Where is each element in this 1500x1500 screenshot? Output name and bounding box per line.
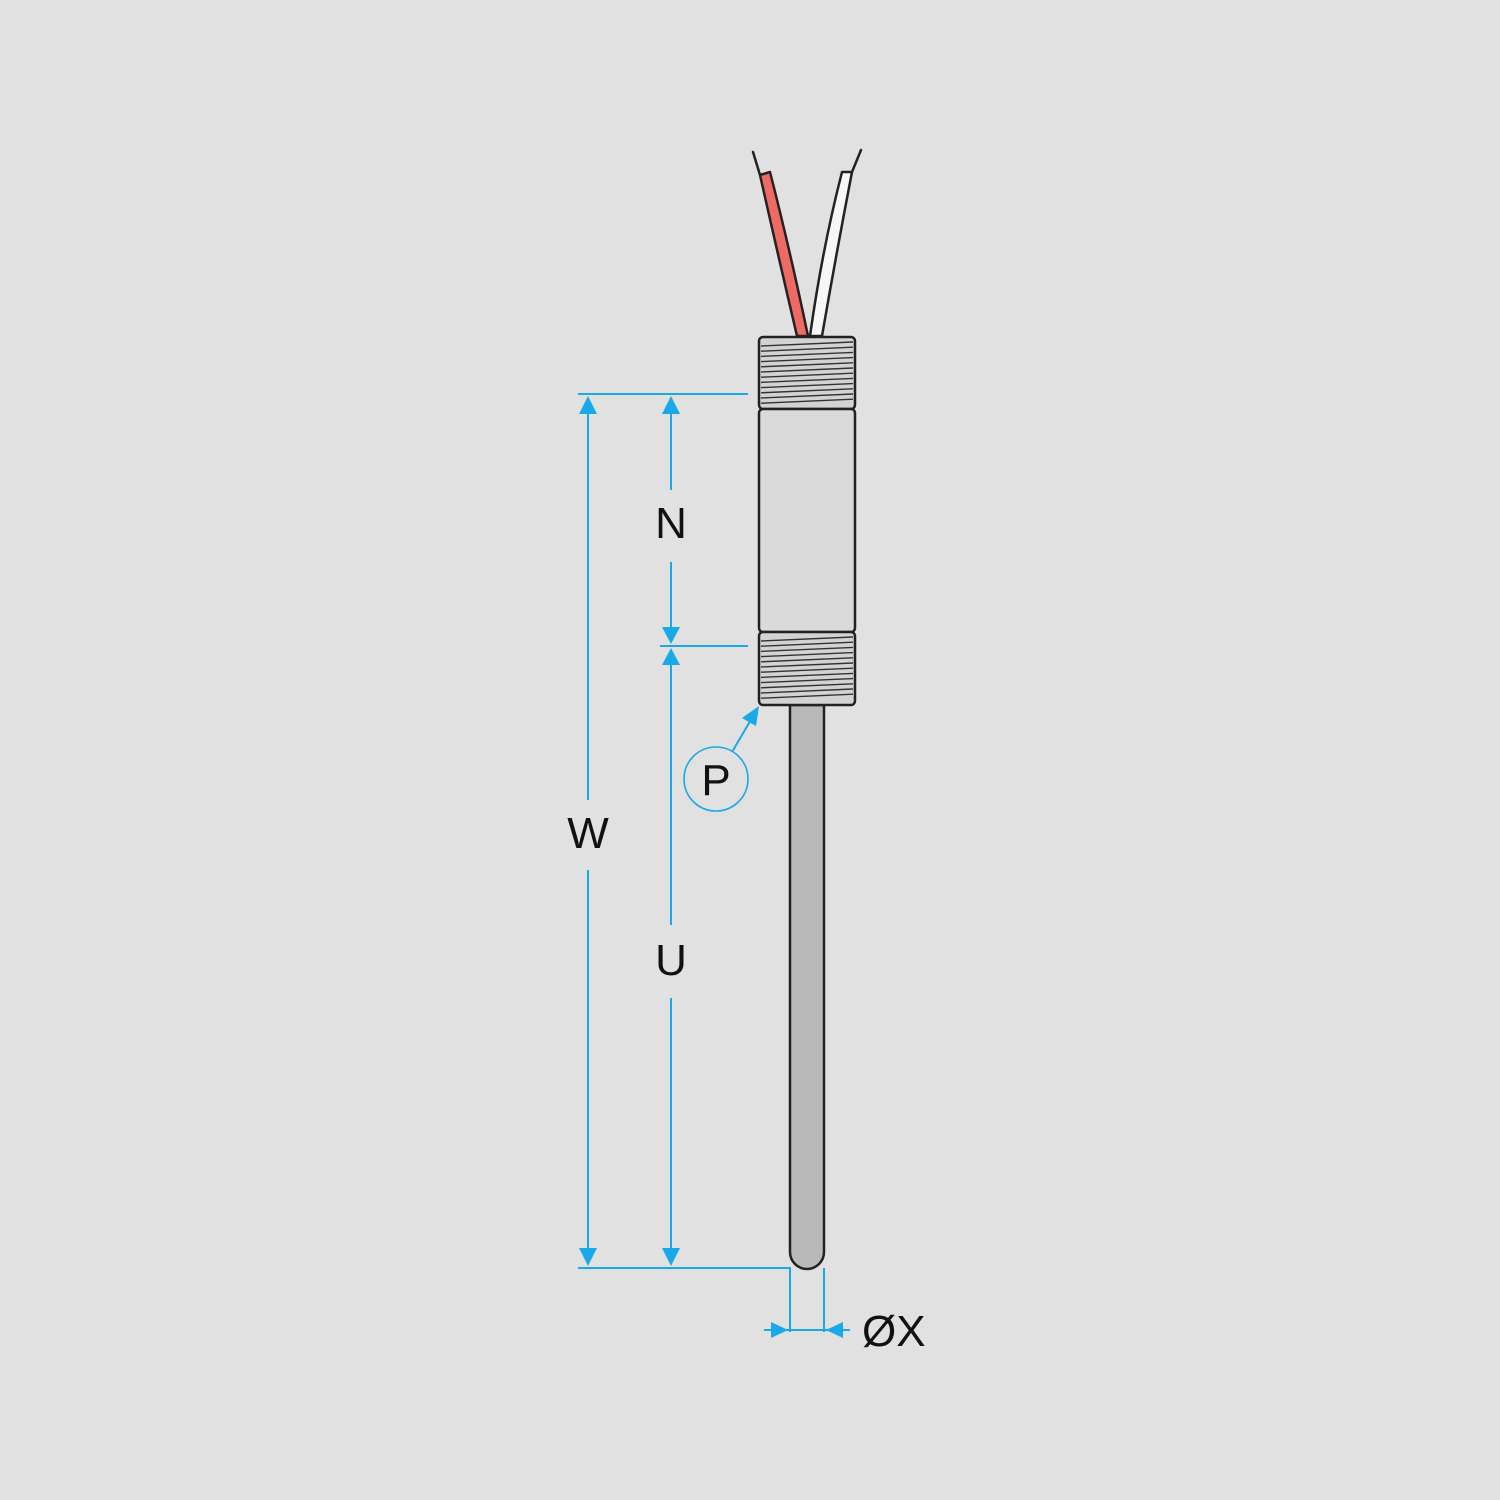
probe-sheath — [788, 703, 826, 1271]
thread-ridge — [760, 636, 854, 642]
upper-thread — [757, 335, 857, 411]
thread-ridge — [760, 388, 854, 394]
thread-ridge — [760, 672, 854, 679]
thread-ridge — [760, 346, 854, 352]
u-bottom-arrow — [662, 1248, 680, 1266]
diameter-left-arrow — [771, 1322, 788, 1338]
thread-ridge — [760, 351, 854, 358]
lower-thread — [757, 630, 857, 707]
p-leader-arrow — [742, 706, 759, 726]
fitting-body — [757, 407, 857, 634]
u-top-arrow — [662, 648, 680, 665]
thread-ridge — [760, 398, 854, 404]
thread-ridge — [760, 367, 854, 373]
bottom-extension-line — [578, 1267, 791, 1332]
p-leader-line — [731, 717, 753, 753]
thread-ridge — [760, 341, 854, 347]
thread-ridge — [760, 683, 854, 689]
diameter-right-arrow — [826, 1322, 843, 1338]
thread-ridge — [760, 393, 854, 399]
thread-ridge — [760, 641, 854, 647]
thread-ridge — [760, 646, 854, 653]
thread-ridge — [760, 377, 854, 384]
w-bottom-arrow — [579, 1248, 597, 1266]
thread-ridge — [760, 667, 854, 673]
thread-ridge — [760, 688, 854, 694]
w-label: W — [567, 809, 609, 858]
thread-ridge — [760, 382, 854, 389]
dimension-arrowheads — [579, 396, 843, 1338]
n-label: N — [655, 499, 687, 548]
thread-ridge — [760, 362, 854, 368]
w-top-arrow — [579, 396, 597, 414]
thread-ridge — [760, 651, 854, 658]
thread-ridge — [760, 657, 854, 663]
n-bottom-arrow — [662, 627, 680, 644]
thread-ridge — [760, 356, 854, 363]
diameter-label: ØX — [862, 1307, 926, 1356]
p-label: P — [701, 756, 730, 805]
thread-ridge — [760, 677, 854, 684]
dimension-lines — [578, 393, 850, 1332]
n-top-arrow — [662, 396, 680, 414]
p-callout-circle — [683, 746, 749, 812]
thread-ridge — [760, 662, 854, 668]
u-label: U — [655, 936, 687, 985]
thread-ridge — [760, 372, 854, 378]
thread-ridge — [760, 693, 854, 699]
